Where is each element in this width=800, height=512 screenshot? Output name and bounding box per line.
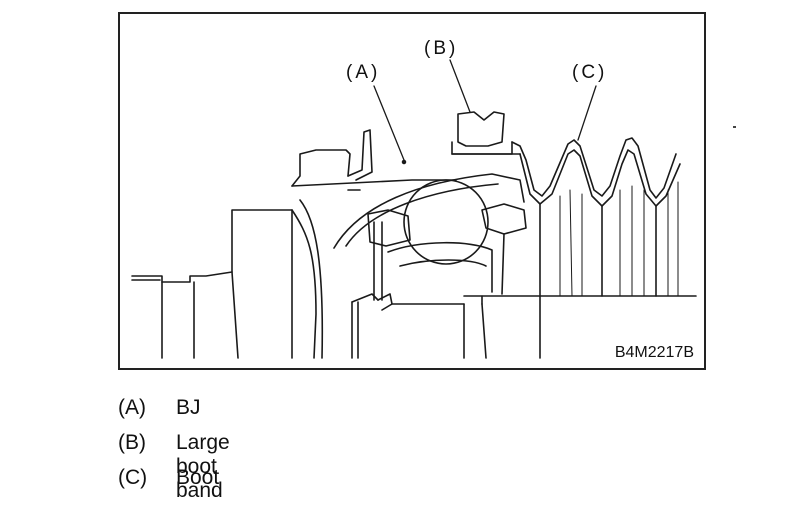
leader-lines [373, 59, 597, 165]
bj-cage-and-ball [367, 179, 527, 301]
bj-outer-race [291, 129, 525, 359]
legend-key: (C) [118, 466, 148, 489]
legend-key: (B) [118, 431, 146, 454]
legend-text: Boot [176, 466, 220, 489]
legend-text: Large boot band [176, 431, 230, 502]
callout-b: (B) [424, 38, 459, 59]
callout-a: (A) [346, 62, 381, 83]
boot [511, 137, 681, 297]
bj-cross-section-drawing [131, 59, 697, 359]
figure-code: B4M2217B [614, 344, 694, 361]
large-boot-band [451, 111, 521, 155]
housing-left [131, 209, 293, 359]
legend-key: (A) [118, 396, 146, 419]
legend-text: BJ [176, 396, 201, 419]
diagram-figure: (A) (B) (C) B4M2217B [118, 12, 706, 370]
callout-c: (C) [572, 62, 608, 83]
bj-inner-race [351, 293, 697, 359]
scan-speck [733, 126, 736, 128]
